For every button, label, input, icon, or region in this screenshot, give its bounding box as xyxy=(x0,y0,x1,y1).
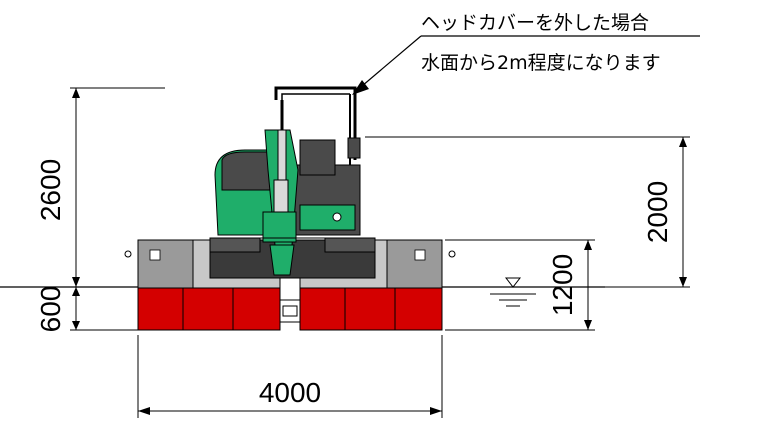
dim-1200-label: 1200 xyxy=(547,254,578,316)
dim-width: 4000 xyxy=(137,335,443,418)
leader-line xyxy=(361,35,422,87)
annotation: ヘッドカバーを外した場合 水面から2m程度になります xyxy=(352,12,700,95)
left-float xyxy=(124,239,281,331)
dim-overall-height: 2600 xyxy=(35,87,165,287)
dim-4000-label: 4000 xyxy=(259,377,321,408)
dim-height-above-water: 2000 xyxy=(365,136,690,288)
water-level-symbol xyxy=(490,277,536,307)
dim-float-depth: 600 xyxy=(35,286,140,333)
annotation-line1: ヘッドカバーを外した場合 xyxy=(421,12,649,34)
excavator xyxy=(209,86,376,279)
dim-2000-label: 2000 xyxy=(642,181,673,243)
dim-600-label: 600 xyxy=(35,286,66,333)
dim-float-height: 1200 xyxy=(445,239,595,331)
annotation-line2: 水面から2m程度になります xyxy=(421,52,661,74)
dim-2600-label: 2600 xyxy=(35,159,66,221)
float-joint xyxy=(279,299,301,323)
